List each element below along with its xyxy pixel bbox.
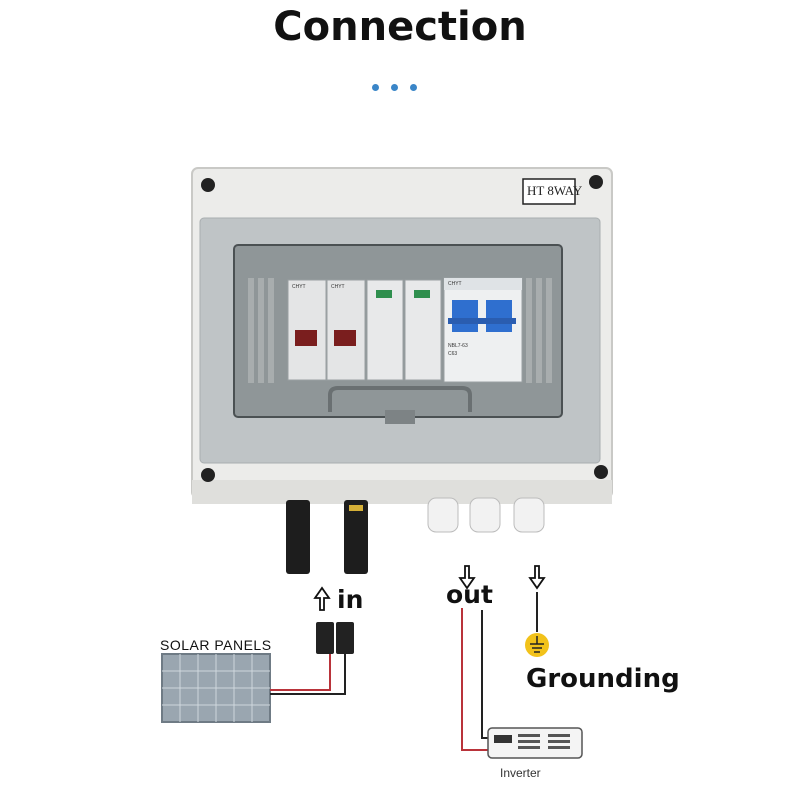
breaker-toggle-left [452, 300, 478, 332]
solar-panel [161, 653, 271, 723]
fuse-holder-2 [326, 279, 366, 381]
in-arrow-icon [313, 586, 331, 611]
in-label: in [337, 585, 364, 614]
page-title: Connection [273, 4, 527, 50]
out-wire-black [481, 610, 490, 739]
fuse-holder-1 [287, 279, 327, 381]
mc4-connectors-in [286, 500, 368, 574]
inverter-label: Inverter [500, 766, 541, 780]
ground-arrow-icon [528, 565, 546, 590]
panel-wire-red [270, 654, 331, 691]
fuse-brand-1: CHYT [292, 284, 306, 290]
panel-mc4-plugs [316, 622, 354, 654]
ground-icon [525, 633, 549, 657]
breaker-rating: C63 [448, 351, 458, 357]
surge-protector-2 [404, 279, 442, 381]
breaker-brand: CHYT [448, 281, 462, 287]
solar-panels-label: SOLAR PANELS [160, 637, 272, 653]
screw-bottom-right [594, 465, 608, 479]
screw-top-left [201, 178, 215, 192]
breaker-model: NBL7-63 [448, 343, 468, 349]
title-divider-dots [372, 78, 432, 91]
screw-top-right [589, 175, 603, 189]
out-label: out [446, 580, 493, 609]
inverter [487, 727, 583, 759]
dc-breaker [443, 277, 523, 383]
out-wire-red [461, 608, 490, 751]
panel-wire-black [270, 654, 346, 695]
breaker-toggle-right [486, 300, 512, 332]
out-arrow-icon [458, 565, 476, 590]
surge-protector-1 [366, 279, 404, 381]
screw-bottom-left [201, 468, 215, 482]
box-label-plate [522, 178, 576, 205]
transparent-cover [199, 217, 601, 464]
cable-glands [427, 497, 545, 533]
box-label: HT 8WAY [527, 183, 583, 198]
fuse-brand-2: CHYT [331, 284, 345, 290]
grounding-label: Grounding [526, 664, 680, 694]
